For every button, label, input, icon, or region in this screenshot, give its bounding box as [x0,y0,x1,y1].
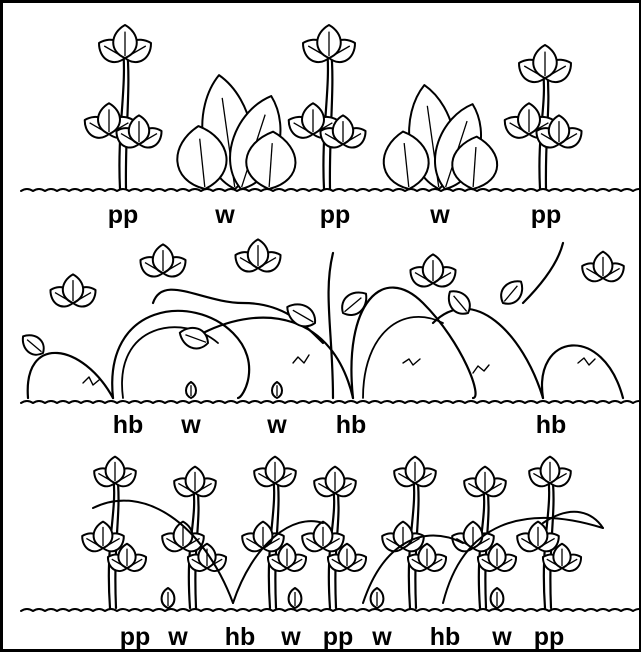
vine [433,309,543,398]
leaf [406,457,425,483]
label-bot-7: hb [430,625,461,650]
label-top-3: pp [320,203,351,228]
label-mid-3: w [267,413,286,438]
leaf [162,588,175,608]
panel-top-pure-stands [80,25,586,196]
tendril [83,377,99,385]
label-bot-2: w [168,625,187,650]
leaf-cluster [136,244,190,281]
leaf [272,382,282,398]
label-mid-2: w [181,413,200,438]
leaf [533,45,557,78]
leaf [248,239,268,268]
leaf [423,254,443,283]
leaf [198,544,215,568]
pea-plant [500,45,586,189]
label-top-4: w [430,203,449,228]
pea-plant [78,457,150,608]
plant-illustration [3,3,641,655]
label-top-5: pp [531,203,562,228]
leaf-cluster [578,252,628,286]
vine [28,353,113,398]
leaf [63,274,83,303]
leaf [488,544,505,568]
vine [542,345,623,398]
leaf [289,588,302,608]
leaf [443,286,475,319]
leaf [491,588,504,608]
vine [523,243,563,303]
leaf [326,467,345,493]
leaf [317,25,341,58]
label-top-1: pp [108,203,139,228]
pea-plant [448,467,520,608]
leaf [278,544,295,568]
label-bot-3: hb [225,625,256,650]
leaf [98,103,120,134]
leaf [118,544,135,568]
pea-plant [238,457,310,608]
leaf [94,522,113,548]
leaf [529,522,548,548]
pea-plant [298,467,370,608]
leaf-cluster [406,254,460,291]
leaf [186,382,196,398]
leaf [282,298,320,331]
leaf [302,103,324,134]
leaf [106,457,125,483]
label-bot-1: pp [120,625,151,650]
tendril [578,358,595,365]
pea-plant [378,457,450,608]
tendril [293,355,309,363]
label-bot-4: w [281,625,300,650]
leaf [518,103,540,134]
leaf [418,544,435,568]
leaf-cluster [514,45,577,87]
panel-bottom-mixed-planting [78,457,603,608]
tendril [473,365,489,373]
label-top-2: w [215,203,234,228]
label-bot-6: w [372,625,391,650]
label-bot-8: w [492,625,511,650]
leaf-cluster [94,25,157,67]
leaf [266,457,285,483]
vine [329,253,333,398]
leaf [541,457,560,483]
label-bot-5: pp [323,625,354,650]
tall-weed [174,72,298,196]
label-mid-1: hb [113,413,144,438]
leaf [314,522,333,548]
leaf-cluster [298,25,361,67]
leaf [254,522,273,548]
tendril [403,359,420,365]
ground-line [21,609,641,611]
label-mid-4: hb [336,413,367,438]
leaf [594,252,613,278]
panel-middle-weed-infested [18,239,628,398]
label-mid-5: hb [536,413,567,438]
leaf [553,544,570,568]
leaf [153,244,173,273]
leaf [113,25,137,58]
pea-plant [284,25,370,189]
leaf-cluster [46,274,100,311]
leaf [476,467,495,493]
leaf-cluster [231,239,285,276]
leaf [186,467,205,493]
ground-line [21,401,641,403]
tall-weed [381,82,499,196]
pea-plant [513,457,585,608]
leaf [338,544,355,568]
ground-line [21,189,641,191]
pea-plant [80,25,166,189]
vine [363,317,443,398]
label-bot-9: pp [534,625,565,650]
leaf [371,588,384,608]
